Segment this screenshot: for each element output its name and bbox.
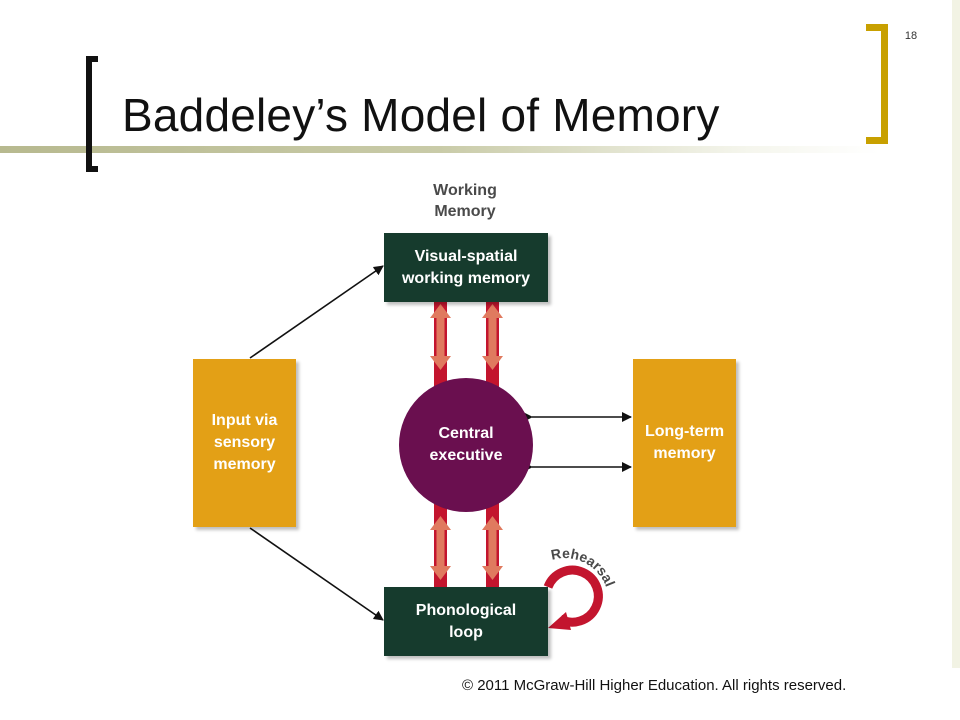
ltm-line2: memory (653, 445, 716, 462)
input-line2: sensory (213, 434, 276, 451)
visual-spatial-line2: working memory (401, 269, 531, 287)
right-bracket-decoration (866, 24, 888, 144)
title-underline-band (0, 146, 880, 153)
phonological-line2: loop (449, 623, 483, 641)
slide-number: 18 (904, 30, 918, 42)
rehearsal-label: Rehearsal (550, 545, 619, 589)
double-arrow-upper-right (482, 304, 503, 370)
left-bracket-decoration (86, 56, 98, 172)
arrow-input-to-phonological (249, 527, 384, 621)
input-sensory-box: Input via sensory memory (193, 359, 296, 527)
slide-title: Baddeley’s Model of Memory (122, 89, 720, 141)
arrow-input-to-visual (249, 265, 384, 359)
phonological-line1: Phonological (415, 601, 517, 619)
central-executive-circle: Central executive (399, 378, 533, 512)
phonological-loop-box: Phonological loop (384, 587, 548, 656)
long-term-memory-box: Long-term memory (633, 359, 736, 527)
input-line3: memory (213, 456, 276, 473)
double-arrow-lower-right (482, 516, 503, 580)
right-edge-strip (952, 0, 960, 668)
rehearsal-loop-arrow (543, 565, 603, 627)
copyright-notice: © 2011 McGraw-Hill Higher Education. All… (462, 677, 847, 694)
ltm-line1: Long-term (644, 423, 725, 440)
double-arrow-upper-left (430, 304, 451, 370)
working-memory-label: Working Memory (410, 180, 520, 222)
central-line1: Central (438, 425, 494, 442)
rehearsal-arrowhead (548, 612, 571, 630)
working-memory-label-line1: Working (433, 182, 497, 199)
central-line2: executive (429, 447, 503, 464)
double-arrow-lower-left (430, 516, 451, 580)
visual-spatial-line1: Visual-spatial (414, 247, 518, 265)
working-memory-label-line2: Memory (434, 203, 496, 220)
input-line1: Input via (211, 412, 278, 429)
visual-spatial-box: Visual-spatial working memory (384, 233, 548, 302)
